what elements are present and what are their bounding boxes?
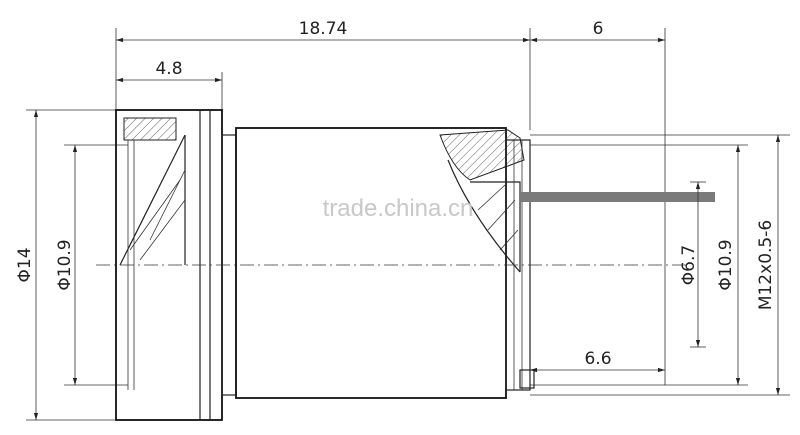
dim-label-outer-diameter: Φ14 [15, 247, 35, 282]
dim-rear-diameter: Φ10.9 [530, 144, 748, 386]
dim-label-front: 4.8 [155, 59, 182, 79]
dim-front-length: 4.8 [116, 59, 223, 110]
dim-label-front-aperture: Φ10.9 [55, 239, 75, 290]
watermark-text: trade.china.cn [323, 195, 474, 222]
dim-thread-length: 6.6 [530, 349, 665, 373]
dim-label-rear: 6 [593, 19, 604, 39]
dim-rear-length: 6 [530, 19, 666, 385]
dim-thread-spec: M12x0.5-6 [530, 134, 790, 396]
dim-outer-diameter: Φ14 [15, 109, 118, 421]
dim-rear-aperture: Φ6.7 [679, 181, 706, 348]
dim-label-thread-spec: M12x0.5-6 [756, 220, 776, 310]
dim-overall-length: 18.74 [115, 19, 531, 130]
dim-label-rear-diameter: Φ10.9 [716, 239, 736, 290]
dim-label-overall: 18.74 [299, 19, 348, 39]
dim-label-rear-aperture: Φ6.7 [679, 245, 699, 285]
dim-front-aperture: Φ10.9 [55, 144, 128, 386]
dim-label-thread-length: 6.6 [584, 349, 611, 369]
